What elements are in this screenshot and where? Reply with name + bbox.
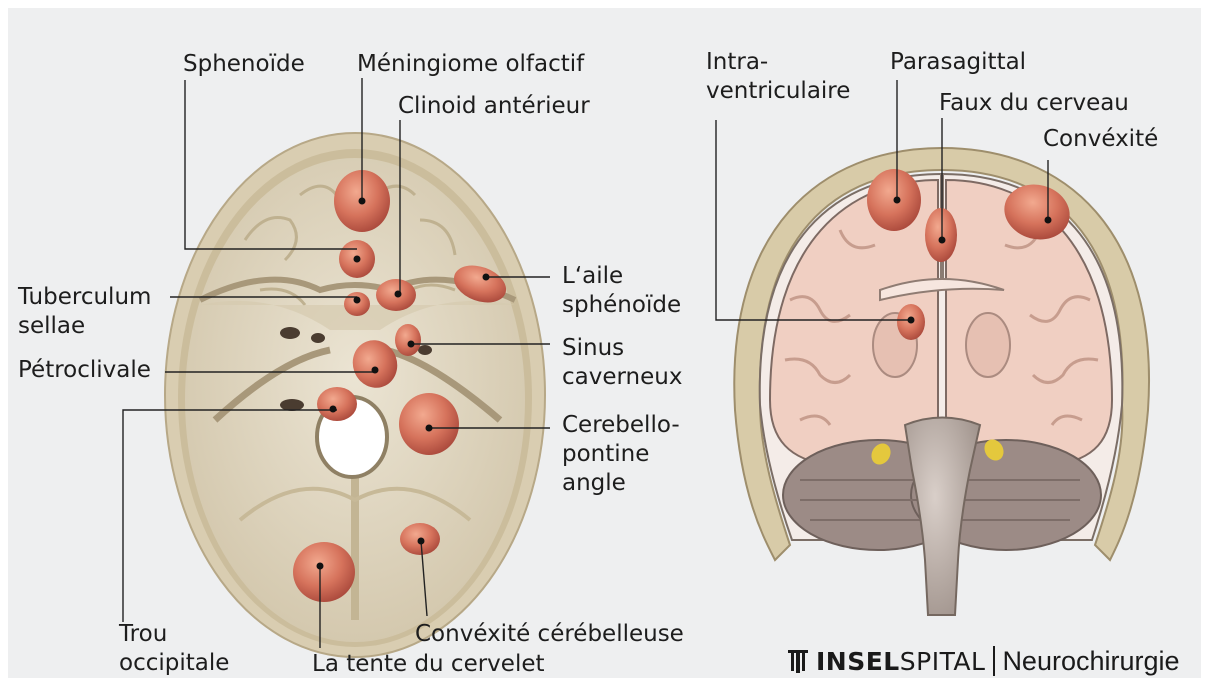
tumor-cavernous [395, 324, 421, 356]
label-sphenoide: Sphenoïde [183, 50, 305, 79]
tumor-falx [925, 208, 957, 262]
tumor-tentorium [293, 542, 355, 602]
label-intraventriculaire: Intra- ventriculaire [706, 48, 850, 106]
label-petroclivale: Pétroclivale [18, 356, 151, 385]
label-convexite: Convéxité [1043, 125, 1158, 154]
label-sinus-caverneux: Sinus caverneux [562, 334, 682, 392]
insel-emblem-icon [786, 648, 810, 674]
label-convexite-cerebelleuse: Convéxité cérébelleuse [415, 620, 684, 649]
label-faux-du-cerveau: Faux du cerveau [939, 89, 1129, 118]
label-aile-sphenoide: L‘aile sphénoïde [562, 262, 681, 320]
brand-department: Neurochirurgie [1002, 646, 1179, 677]
label-tuberculum-sellae: Tuberculum sellae [18, 283, 151, 341]
tumor-tuberculum [344, 292, 370, 316]
brand-spital: SPITAL [900, 647, 986, 676]
label-trou-occipitale: Trou occipitale [119, 620, 229, 678]
label-cerebellopontine-angle: Cerebello- pontine angle [562, 411, 680, 498]
label-parasagittal: Parasagittal [890, 48, 1026, 77]
label-clinoid-anterieur: Clinoid antérieur [398, 92, 590, 121]
tumor-cpa [399, 393, 459, 455]
tumor-foramen [317, 387, 357, 421]
label-tente-cervelet: La tente du cervelet [312, 650, 545, 679]
brand-insel: INSEL [816, 647, 900, 676]
label-meningiome-olfactif: Méningiome olfactif [357, 50, 584, 79]
brand-divider [993, 646, 995, 676]
